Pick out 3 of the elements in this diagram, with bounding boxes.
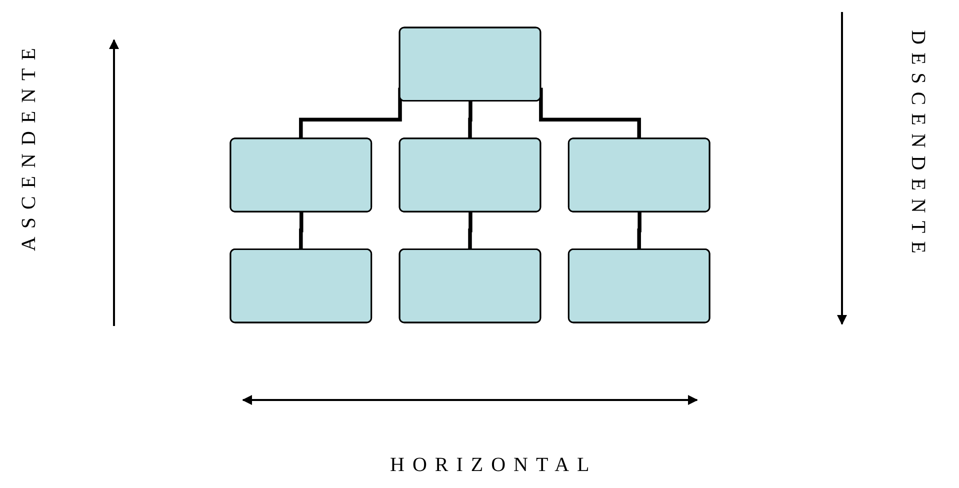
direction-label: DESCENDENTE xyxy=(906,30,929,262)
direction-label: HORIZONTAL xyxy=(390,454,598,477)
direction-label: ASCENDENTE xyxy=(18,40,41,252)
